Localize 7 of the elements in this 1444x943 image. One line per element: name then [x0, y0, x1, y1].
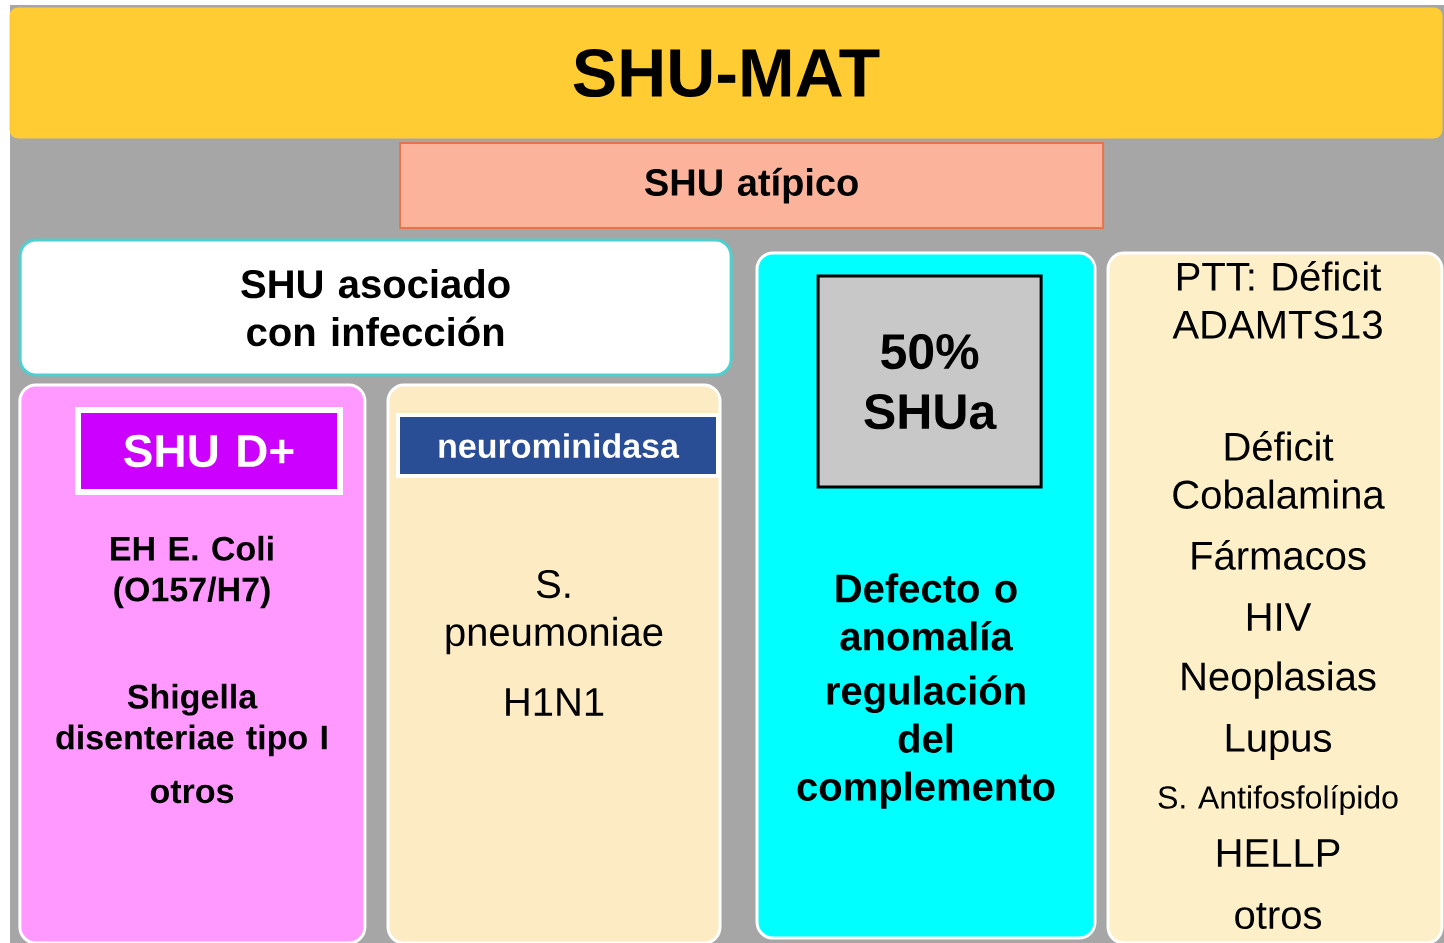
heading-box: SHU D+: [75, 407, 343, 495]
category-box: SHU asociado con infección: [18, 238, 733, 377]
category-box: SHU atípico: [399, 142, 1105, 230]
heading-box: neurominidasa: [396, 413, 720, 479]
title-band: SHU-MAT: [9, 7, 1443, 139]
percentage-box: 50% SHUa: [816, 274, 1043, 489]
column-panel: PTT: Déficit ADAMTS13 Déficit Cobalamina Fármacos HIV Neoplasias Lupus S. Antifosfolípido HELLP otros: [1106, 251, 1444, 943]
